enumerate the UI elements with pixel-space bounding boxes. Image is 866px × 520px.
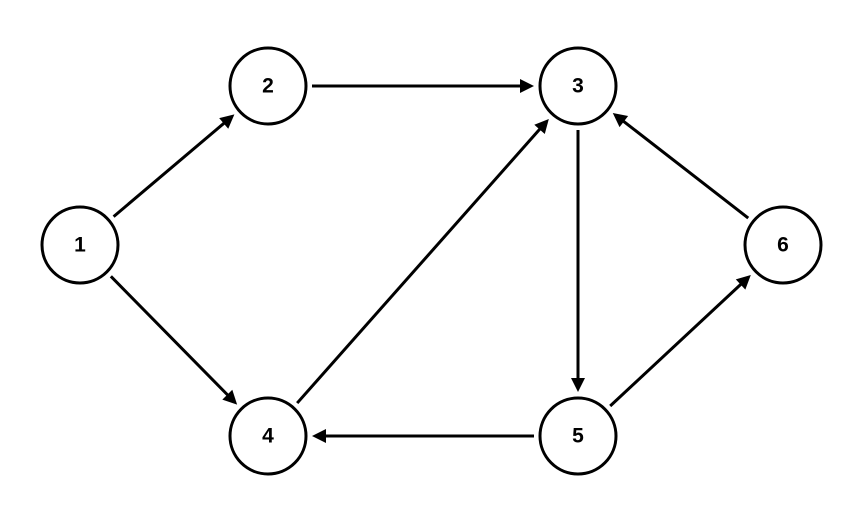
arrowhead-icon	[520, 79, 534, 93]
arrowhead-icon	[312, 429, 326, 443]
edge-5-to-6	[609, 274, 751, 408]
node-circle	[228, 396, 308, 476]
edge-line	[296, 127, 542, 405]
node-2: 2	[228, 46, 308, 126]
node-5: 5	[538, 396, 618, 476]
edge-1-to-2	[112, 114, 235, 218]
node-4: 4	[228, 396, 308, 476]
arrowhead-icon	[222, 389, 238, 405]
node-circle	[40, 205, 120, 285]
node-label: 1	[74, 234, 86, 257]
node-label: 6	[777, 234, 789, 257]
edge-line	[109, 275, 230, 397]
arrowhead-icon	[612, 112, 629, 128]
arrowhead-icon	[534, 118, 549, 135]
edge-6-to-3	[612, 112, 750, 220]
edge-line	[609, 282, 743, 408]
node-6: 6	[743, 205, 823, 285]
arrowhead-icon	[571, 378, 585, 392]
node-label: 5	[572, 425, 584, 448]
edge-line	[112, 121, 226, 218]
node-1: 1	[40, 205, 120, 285]
arrowhead-icon	[219, 114, 235, 129]
nodes-layer: 1 2 3 4 5 6	[40, 46, 823, 476]
edge-3-to-5	[571, 130, 585, 392]
node-label: 2	[262, 75, 274, 98]
node-circle	[743, 205, 823, 285]
node-label: 4	[262, 425, 274, 448]
edge-1-to-4	[109, 275, 238, 405]
node-circle	[538, 46, 618, 126]
node-circle	[538, 396, 618, 476]
edge-line	[622, 119, 750, 220]
arrowhead-icon	[735, 274, 751, 290]
node-label: 3	[572, 75, 584, 98]
edge-2-to-3	[312, 79, 534, 93]
edges-layer	[109, 79, 751, 443]
node-3: 3	[538, 46, 618, 126]
edge-5-to-4	[312, 429, 534, 443]
node-circle	[228, 46, 308, 126]
edge-4-to-3	[296, 118, 549, 405]
